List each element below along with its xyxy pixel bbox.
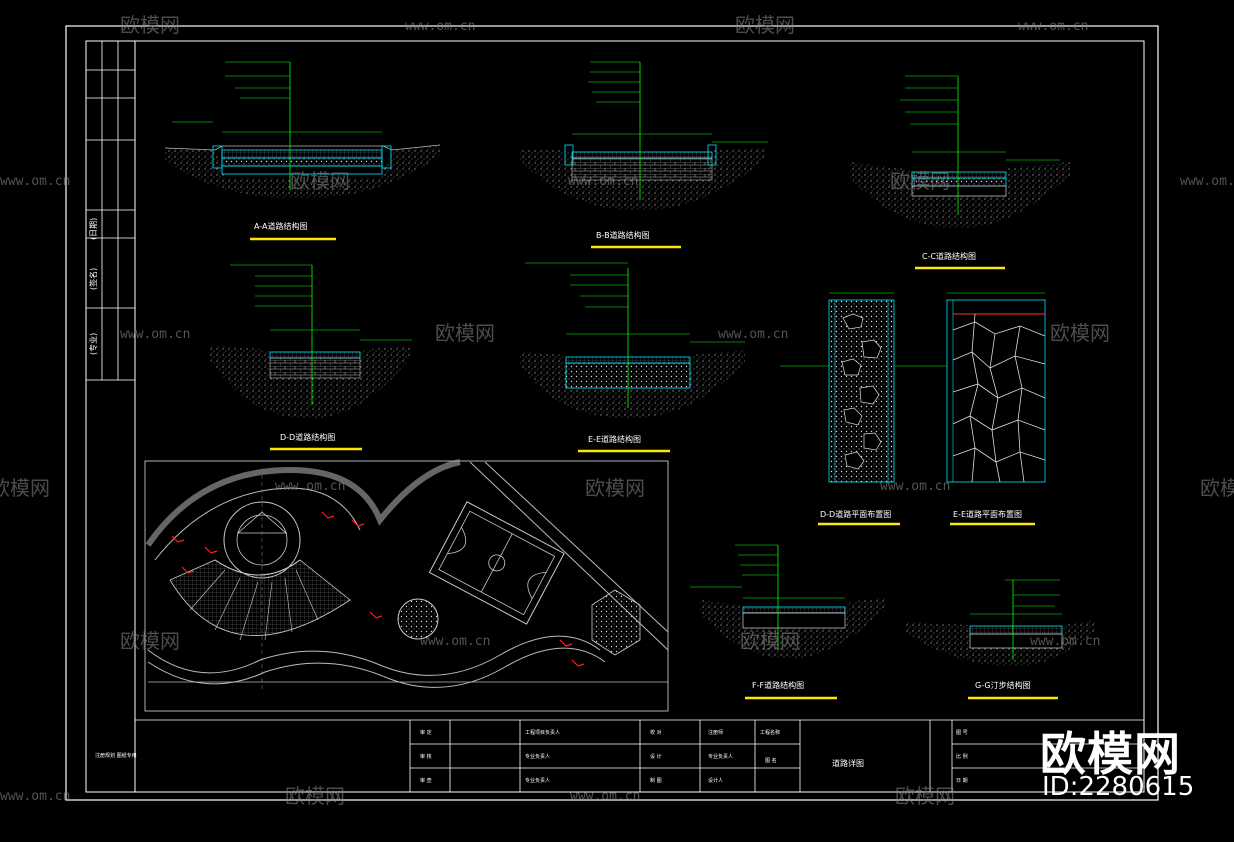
tb-cell-2: 审 查	[420, 777, 432, 784]
watermark-url: www.om.cn	[0, 174, 70, 189]
section-g-title: G-G汀步结构图	[975, 680, 1031, 690]
tb-cell-15: 图 号	[956, 730, 968, 736]
brand-logo-text: 欧模网	[1040, 727, 1181, 781]
tb-cell-12: 工程名称	[760, 729, 780, 736]
section-e-drawing	[520, 262, 745, 419]
section-a-title: A-A道路结构图	[254, 221, 307, 231]
tb-cell-16: 比 例	[956, 753, 968, 760]
plan-ee-drawing	[895, 292, 1046, 483]
watermark-url: www.om.cn	[718, 327, 788, 342]
inner-frame	[85, 40, 1145, 793]
site-plan	[144, 459, 669, 712]
watermark-brand: 欧模网	[1200, 476, 1234, 500]
title-block	[135, 719, 1144, 792]
watermark-url: www.om.cn	[880, 479, 950, 494]
section-c-title: C-C道路结构图	[922, 251, 976, 261]
watermark-brand: 欧模网	[435, 321, 495, 345]
titleblock-cells: 审 定 审 核 审 查 工程项目负责人 专业负责人 专业负责人 校 对 设 计 …	[420, 729, 968, 784]
plan-ee-title: E-E道路平面布置图	[953, 509, 1022, 519]
watermark-brand: 欧模网	[895, 784, 955, 808]
outer-frame	[65, 25, 1159, 801]
watermark-brand: 欧模网	[890, 169, 950, 193]
watermark-url: www.om.cn	[275, 479, 345, 494]
watermark-brand: 欧模网	[1050, 321, 1110, 345]
tb-cell-10: 专业负责人	[708, 753, 733, 760]
titleblock-left-note: 注册规划 图纸专用	[95, 752, 137, 759]
watermark-brand: 欧模网	[735, 13, 795, 37]
tb-cell-5: 专业负责人	[525, 777, 550, 784]
tb-cell-13: 图 名	[765, 757, 777, 764]
watermark-url: www.om.cn	[1030, 634, 1100, 649]
section-e-title: E-E道路结构图	[588, 434, 641, 444]
tb-cell-0: 审 定	[420, 729, 432, 736]
plan-dd-title: D-D道路平面布置图	[820, 509, 891, 519]
tb-cell-17: 日 期	[956, 778, 968, 784]
sidebar-label-sign: (签名)	[88, 268, 98, 290]
watermark-layer: 欧模网 www.om.cn 欧模网 www.om.cn www.om.cn 欧模…	[0, 13, 1234, 808]
watermark-brand: 欧模网	[0, 476, 50, 500]
section-c-drawing	[850, 75, 1070, 229]
tb-cell-1: 审 核	[420, 753, 432, 760]
watermark-url: www.om.cn	[405, 19, 475, 34]
tb-cell-9: 注册师	[708, 729, 723, 736]
sidebar-label-major: (专业)	[88, 333, 98, 355]
model-id: ID:2280615	[1042, 772, 1195, 802]
sidebar-label-date: (日期)	[89, 218, 98, 240]
watermark-brand: 欧模网	[740, 629, 800, 653]
watermark-url: www.om.cn	[420, 634, 490, 649]
section-d-drawing	[210, 264, 412, 419]
drawing-name: 道路详图	[832, 758, 864, 768]
section-b-title: B-B道路结构图	[596, 230, 650, 240]
section-f-title: F-F道路结构图	[752, 680, 804, 690]
tb-cell-8: 制 图	[650, 777, 662, 784]
watermark-url: www.om.cn	[568, 174, 638, 189]
section-b-drawing	[520, 61, 768, 211]
tb-cell-11: 设计人	[708, 777, 723, 784]
sidebar-table	[85, 40, 136, 381]
watermark-brand: 欧模网	[290, 169, 350, 193]
tb-cell-7: 设 计	[650, 753, 662, 760]
tb-cell-4: 专业负责人	[525, 753, 550, 760]
watermark-url: www.om.cn	[1180, 174, 1234, 189]
section-d-title: D-D道路结构图	[280, 432, 335, 442]
plan-dd-drawing	[780, 292, 895, 483]
watermark-brand: 欧模网	[585, 476, 645, 500]
watermark-url: www.om.cn	[0, 789, 70, 804]
watermark-url: www.om.cn	[1018, 19, 1088, 34]
watermark-url: www.om.cn	[570, 789, 640, 804]
watermark-brand: 欧模网	[120, 13, 180, 37]
section-g-drawing	[905, 579, 1095, 667]
section-f-drawing	[690, 544, 885, 659]
watermark-url: www.om.cn	[120, 327, 190, 342]
tb-cell-3: 工程项目负责人	[525, 729, 560, 736]
section-a-drawing	[164, 61, 441, 199]
watermark-brand: 欧模网	[120, 629, 180, 653]
watermark-brand: 欧模网	[285, 784, 345, 808]
tb-cell-6: 校 对	[650, 729, 662, 736]
